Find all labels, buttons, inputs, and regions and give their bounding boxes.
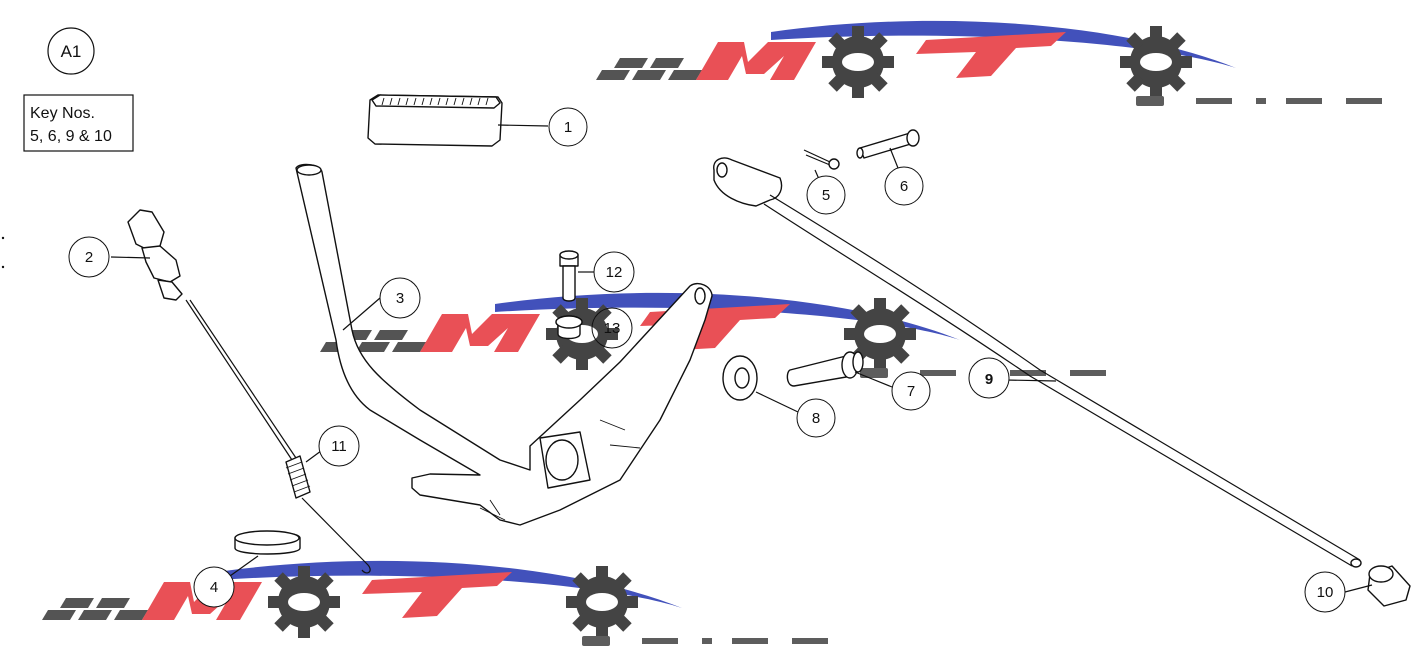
svg-text:3: 3: [396, 290, 404, 307]
part-return-spring: [185, 299, 371, 574]
svg-text:1: 1: [564, 119, 572, 136]
part-stop-light-switch: [110, 209, 183, 301]
callout-11: 11: [318, 425, 360, 467]
diagram-badge: A1: [47, 27, 95, 75]
part-pivot-bolt: [786, 351, 893, 388]
key-box-line2: 5, 6, 9 & 10: [30, 128, 112, 145]
svg-text:10: 10: [1317, 584, 1334, 601]
part-pedal-rubber: [367, 94, 549, 147]
callout-12: 12: [593, 251, 635, 293]
callout-6: 6: [884, 166, 924, 206]
callout-13: 13: [591, 307, 633, 349]
key-box-line1: Key Nos.: [30, 105, 95, 122]
svg-text:8: 8: [812, 410, 820, 427]
svg-text:12: 12: [606, 264, 623, 281]
part-adjuster-nut: [1344, 565, 1411, 607]
svg-text:11: 11: [331, 438, 347, 455]
callout-9: 9: [968, 357, 1010, 399]
callout-1: 1: [548, 107, 588, 147]
callout-7: 7: [891, 371, 931, 411]
callout-5: 5: [806, 175, 846, 215]
svg-text:13: 13: [604, 320, 621, 337]
edge-marks: [1, 236, 5, 269]
part-brake-rod: [713, 157, 1362, 568]
svg-text:5: 5: [822, 187, 830, 204]
watermark-logo-bottom: [42, 561, 828, 646]
part-brake-pedal: [295, 163, 713, 526]
callout-2: 2: [68, 236, 110, 278]
callout-10: 10: [1304, 571, 1346, 613]
callout-8: 8: [796, 398, 836, 438]
key-box: Key Nos. 5, 6, 9 & 10: [23, 94, 134, 152]
part-washer: [722, 355, 799, 413]
callout-4: 4: [193, 566, 235, 608]
svg-text:6: 6: [900, 178, 908, 195]
svg-text:7: 7: [907, 383, 915, 400]
part-rubber-disc: [229, 530, 301, 577]
part-bush: [555, 315, 583, 340]
part-cap-screw: [559, 250, 594, 302]
watermark-logo-top: [596, 21, 1382, 106]
callout-3: 3: [379, 277, 421, 319]
svg-text:2: 2: [85, 249, 93, 266]
svg-text:4: 4: [210, 579, 218, 596]
badge-text: A1: [61, 42, 82, 61]
part-clevis-pin: [856, 129, 920, 169]
svg-text:9: 9: [985, 371, 993, 388]
